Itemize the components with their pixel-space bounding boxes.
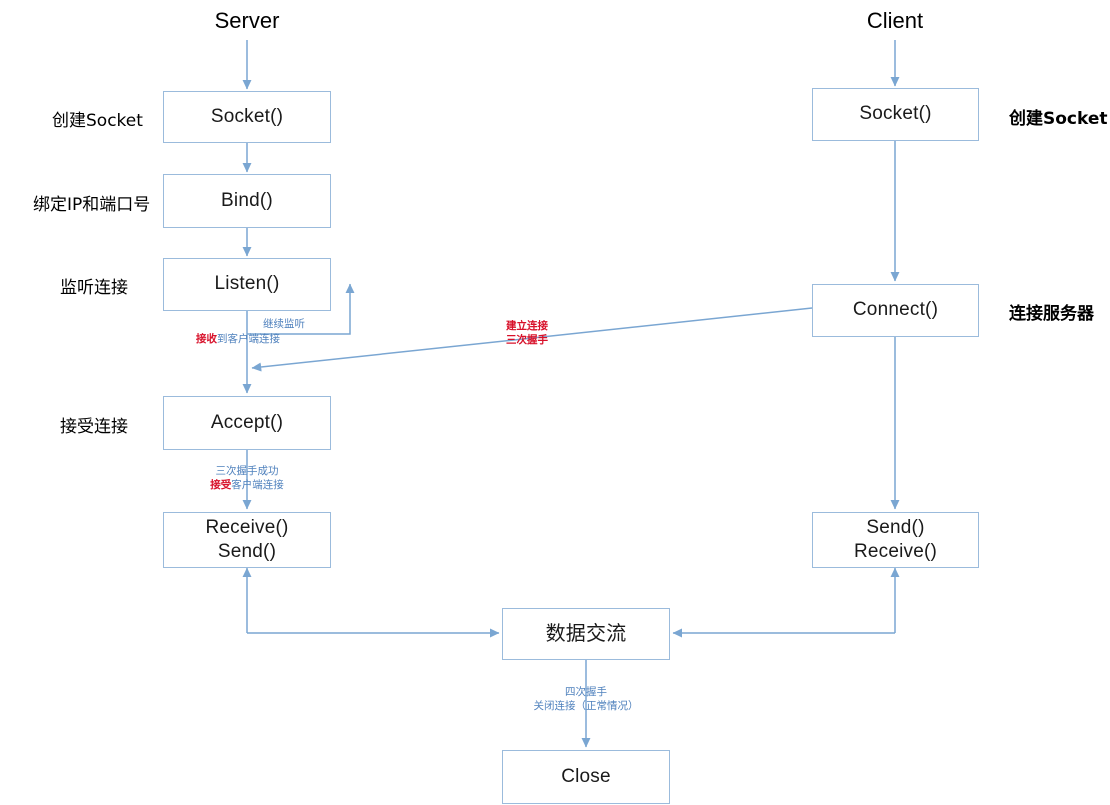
side-label-server-create-socket: 创建Socket [52, 111, 143, 131]
side-label-server-accept-conn: 接受连接 [60, 417, 128, 437]
edge-label-handshake-success: 三次握手成功 接受客户端连接 [185, 464, 309, 493]
node-server-receive-send[interactable]: Receive() Send() [163, 512, 331, 568]
edge-label-received-client-connection: 接收到客户端连接 [196, 332, 280, 346]
received-text-red: 接收 [196, 333, 217, 345]
handshake-success-line2-red: 接受 [210, 479, 232, 492]
lane-title-client: Client [866, 8, 924, 33]
edge-label-establish-connection: 建立连接 三次握手 [506, 319, 548, 348]
handshake-success-line2-blue: 客户端连接 [231, 479, 284, 492]
four-way-line2: 关闭连接（正常情况） [533, 700, 639, 713]
node-server-bind[interactable]: Bind() [163, 174, 331, 228]
side-label-server-listen-conn: 监听连接 [60, 278, 128, 298]
side-label-server-bind-ip-port: 绑定IP和端口号 [33, 195, 151, 215]
edge-label-four-way-handshake: 四次握手 关闭连接（正常情况） [496, 685, 676, 714]
node-server-socket[interactable]: Socket() [163, 91, 331, 143]
edge-label-keep-listening: 继续监听 [263, 317, 305, 331]
keep-listening-text: 继续监听 [263, 318, 305, 330]
establish-connection-line1: 建立连接 [506, 320, 548, 332]
node-server-accept[interactable]: Accept() [163, 396, 331, 450]
node-server-listen[interactable]: Listen() [163, 258, 331, 311]
side-label-client-connect-server: 连接服务器 [1009, 304, 1094, 324]
side-label-client-create-socket: 创建Socket [1009, 109, 1108, 129]
lane-title-server: Server [214, 8, 280, 33]
node-client-connect[interactable]: Connect() [812, 284, 979, 337]
establish-connection-line2: 三次握手 [506, 334, 548, 347]
node-client-send-receive[interactable]: Send() Receive() [812, 512, 979, 568]
node-client-socket[interactable]: Socket() [812, 88, 979, 141]
node-data-exchange[interactable]: 数据交流 [502, 608, 670, 660]
four-way-line1: 四次握手 [565, 686, 607, 698]
node-close[interactable]: Close [502, 750, 670, 804]
handshake-success-line1: 三次握手成功 [215, 465, 279, 477]
handshake-success-line2: 接受客户端连接 [185, 478, 309, 492]
received-text-blue: 到客户端连接 [217, 333, 280, 345]
